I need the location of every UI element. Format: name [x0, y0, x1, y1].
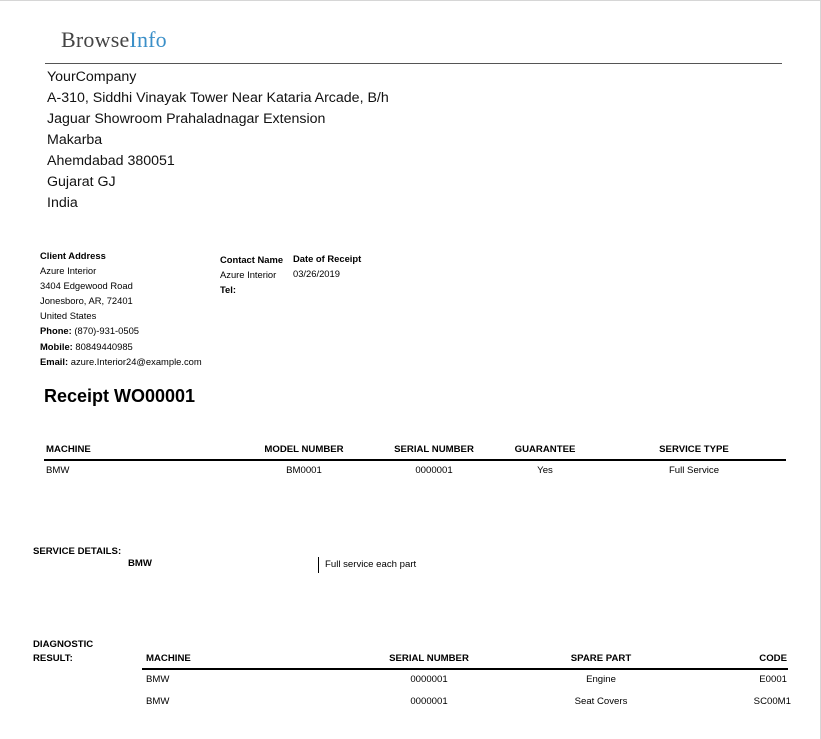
- service-details-machine: BMW: [128, 558, 152, 569]
- diagnostic-result-label: DIAGNOSTIC RESULT:: [33, 639, 94, 664]
- company-name: YourCompany: [47, 69, 137, 85]
- company-address-line: A-310, Siddhi Vinayak Tower Near Kataria…: [47, 90, 389, 106]
- client-name: Azure Interior: [40, 265, 97, 277]
- diag-cell-serial-number: 0000001: [410, 674, 448, 685]
- client-email: Email: azure.Interior24@example.com: [40, 354, 202, 369]
- phone-value: (870)-931-0505: [74, 325, 140, 337]
- table-header-model-number: MODEL NUMBER: [264, 444, 344, 455]
- client-address-block: Client Address Azure Interior 3404 Edgew…: [40, 248, 202, 369]
- service-details-description: Full service each part: [325, 559, 417, 570]
- company-address: YourCompany A-310, Siddhi Vinayak Tower …: [47, 67, 389, 214]
- mobile-value: 80849440985: [75, 340, 133, 352]
- company-state: Gujarat GJ: [47, 174, 116, 190]
- contact-name: Azure Interior: [220, 269, 277, 281]
- cell-serial-number: 0000001: [415, 465, 453, 476]
- mobile-label: Mobile:: [40, 340, 73, 352]
- diag-cell-code: SC00M1: [753, 696, 791, 707]
- contact-name-label: Contact Name: [220, 254, 284, 265]
- diag-header-code: CODE: [759, 653, 787, 664]
- company-address-line: Makarba: [47, 132, 103, 148]
- receipt-date-block: Date of Receipt 03/26/2019: [293, 251, 361, 281]
- tel-label: Tel:: [220, 284, 236, 296]
- receipt-title: Receipt WO00001: [44, 386, 196, 406]
- cell-guarantee: Yes: [537, 465, 553, 476]
- diag-header-machine: MACHINE: [146, 653, 191, 664]
- cell-machine: BMW: [46, 465, 70, 476]
- cell-service-type: Full Service: [668, 465, 720, 476]
- diag-cell-machine: BMW: [146, 674, 170, 685]
- client-mobile: Mobile: 80849440985: [40, 339, 202, 354]
- table-header-serial-number: SERIAL NUMBER: [394, 444, 474, 455]
- table-header-guarantee: GUARANTEE: [514, 444, 576, 455]
- client-street: 3404 Edgewood Road: [40, 280, 133, 292]
- client-phone: Phone: (870)-931-0505: [40, 323, 202, 338]
- service-details-separator: [318, 557, 319, 573]
- diag-cell-spare-part: Seat Covers: [574, 696, 628, 707]
- diag-cell-machine: BMW: [146, 696, 170, 707]
- company-address-line: Jaguar Showroom Prahaladnagar Extension: [47, 111, 326, 127]
- diag-cell-code: E0001: [759, 674, 787, 685]
- contact-block: Contact Name Azure Interior Tel:: [220, 252, 283, 297]
- service-details-label: SERVICE DETAILS:: [33, 546, 122, 557]
- diag-header-spare-part: SPARE PART: [570, 653, 632, 664]
- company-country: India: [47, 195, 78, 211]
- cell-model-number: BM0001: [286, 465, 322, 476]
- table-header-rule: [44, 459, 786, 461]
- email-value: azure.Interior24@example.com: [70, 355, 202, 367]
- client-city: Jonesboro, AR, 72401: [40, 295, 133, 307]
- receipt-date-label: Date of Receipt: [293, 253, 362, 264]
- email-label: Email:: [40, 355, 69, 367]
- table-header-service-type: SERVICE TYPE: [659, 444, 729, 455]
- header-divider: [45, 63, 782, 64]
- diag-cell-serial-number: 0000001: [410, 696, 448, 707]
- client-country: United States: [40, 310, 97, 322]
- company-city: Ahemdabad 380051: [47, 153, 175, 169]
- client-address-label: Client Address: [40, 250, 106, 261]
- phone-label: Phone:: [40, 325, 72, 337]
- browseinfo-logo: BrowseInfo: [61, 27, 167, 52]
- table-header-machine: MACHINE: [46, 444, 91, 455]
- page-top-border: [0, 0, 821, 1]
- diag-header-rule: [142, 668, 788, 670]
- diag-cell-spare-part: Engine: [586, 674, 616, 685]
- diag-header-serial-number: SERIAL NUMBER: [389, 653, 469, 664]
- receipt-date-value: 03/26/2019: [293, 268, 340, 280]
